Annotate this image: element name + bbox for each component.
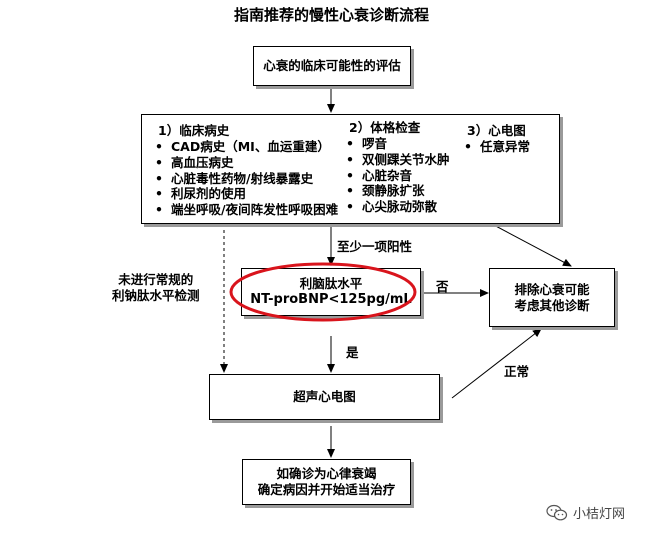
criteria-ecg-list: 任意异常: [464, 139, 530, 155]
criteria-ecg-item: 任意异常: [464, 139, 530, 155]
criteria-exam-item: 啰音: [346, 136, 450, 152]
criteria-history-item: 心脏毒性药物/射线暴露史: [155, 171, 338, 187]
arrow-criteria-to-exclude: [491, 223, 572, 267]
criteria-history-item: 高血压病史: [155, 155, 338, 171]
criteria-ecg: 3）心电图 任意异常: [464, 123, 530, 155]
node-criteria: 1）临床病史 CAD病史（MI、血运重建） 高血压病史 心脏毒性药物/射线暴露史…: [141, 114, 560, 224]
edge-label-no-routine-line2: 利钠肽水平检测: [112, 288, 200, 303]
node-assessment: 心衰的临床可能性的评估: [253, 46, 411, 86]
edge-label-at-least-one: 至少一项阳性: [337, 239, 413, 254]
arrow-echo-to-exclude: [451, 328, 542, 399]
node-exclude-line2: 考虑其他诊断: [514, 297, 590, 313]
criteria-history-item: 端坐呼吸/夜间阵发性呼吸困难: [155, 202, 338, 218]
criteria-exam-item: 双侧踝关节水肿: [346, 152, 450, 168]
node-exclude: 排除心衰可能 考虑其他诊断: [489, 268, 615, 327]
criteria-history-list: CAD病史（MI、血运重建） 高血压病史 心脏毒性药物/射线暴露史 利尿剂的使用…: [155, 139, 338, 218]
page-title: 指南推荐的慢性心衰诊断流程: [233, 6, 429, 24]
edge-label-normal: 正常: [504, 364, 530, 379]
watermark: 小桔灯网: [546, 503, 625, 522]
criteria-history-item: 利尿剂的使用: [155, 186, 338, 202]
node-assessment-label: 心衰的临床可能性的评估: [263, 58, 401, 73]
node-confirm: 如确诊为心律衰竭 确定病因并开始适当治疗: [242, 459, 411, 505]
criteria-history-heading: 1）临床病史: [158, 123, 230, 138]
criteria-history: 1）临床病史 CAD病史（MI、血运重建） 高血压病史 心脏毒性药物/射线暴露史…: [155, 123, 338, 218]
criteria-exam: 2）体格检查 啰音 双侧踝关节水肿 心脏杂音 颈静脉扩张 心尖脉动弥散: [346, 120, 450, 215]
wechat-icon: [546, 504, 568, 520]
criteria-exam-item: 心尖脉动弥散: [346, 199, 450, 215]
node-confirm-line1: 如确诊为心律衰竭: [276, 466, 377, 481]
watermark-text: 小桔灯网: [573, 507, 626, 522]
edge-label-yes: 是: [346, 345, 359, 360]
node-echo: 超声心电图: [209, 374, 440, 420]
criteria-exam-item: 颈静脉扩张: [346, 183, 450, 199]
edge-label-no: 否: [436, 279, 449, 294]
node-natriuretic-line2: NT-proBNP<125pg/mL: [250, 292, 412, 307]
criteria-exam-list: 啰音 双侧踝关节水肿 心脏杂音 颈静脉扩张 心尖脉动弥散: [346, 136, 450, 215]
criteria-exam-heading: 2）体格检查: [349, 120, 421, 135]
criteria-history-item: CAD病史（MI、血运重建）: [155, 139, 338, 155]
node-echo-label: 超声心电图: [293, 389, 356, 404]
node-natriuretic: 利脑肽水平 NT-proBNP<125pg/mL: [241, 268, 421, 316]
criteria-exam-item: 心脏杂音: [346, 168, 450, 184]
criteria-ecg-heading: 3）心电图: [467, 123, 526, 138]
edge-label-no-routine-line1: 未进行常规的: [118, 272, 194, 287]
node-confirm-line2: 确定病因并开始适当治疗: [257, 482, 396, 497]
edge-label-no-routine: 未进行常规的 利钠肽水平检测: [112, 272, 200, 304]
node-natriuretic-line1: 利脑肽水平: [299, 276, 363, 291]
node-exclude-line1: 排除心衰可能: [514, 281, 590, 297]
